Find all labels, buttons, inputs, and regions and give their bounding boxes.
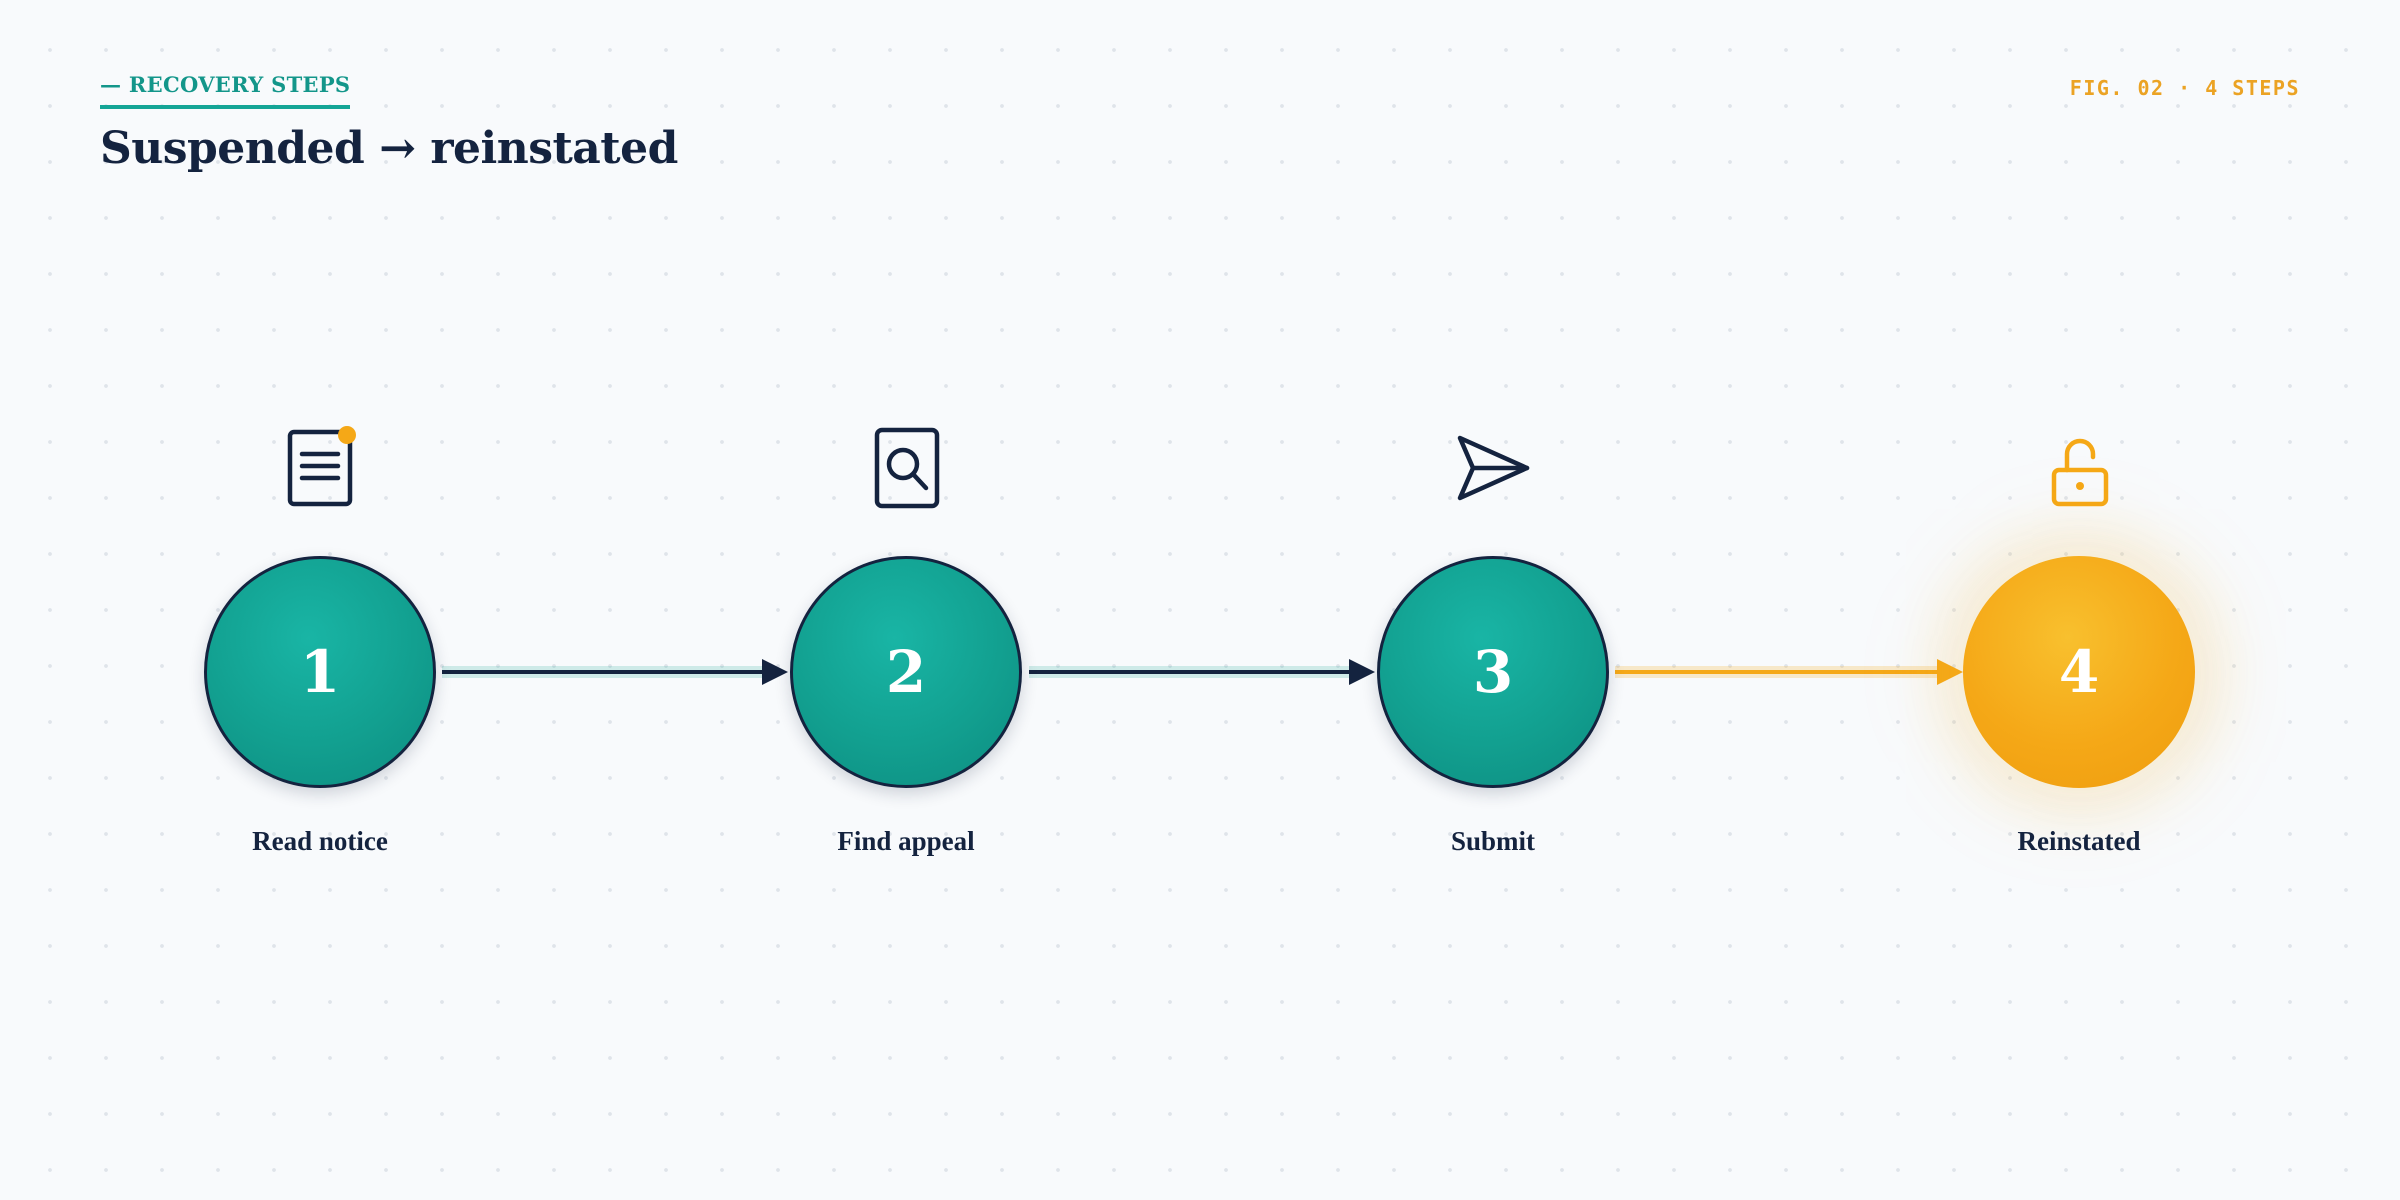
step-node-4: 4 [1963, 556, 2195, 788]
step-label-2: Find appeal [837, 826, 975, 856]
step-number: 1 [299, 638, 341, 706]
arrowhead-1-2 [762, 659, 788, 685]
step-number: 4 [2058, 638, 2100, 706]
step-label-4: Reinstated [2017, 826, 2141, 856]
header: — RECOVERY STEPS Suspended → reinstated [100, 72, 678, 174]
send-icon [1443, 418, 1543, 518]
step-number: 2 [885, 638, 927, 706]
step-number: 3 [1472, 638, 1514, 706]
step-node-2: 2 [790, 556, 1022, 788]
document-icon [270, 418, 370, 518]
section-eyebrow: — RECOVERY STEPS [100, 72, 351, 109]
unlock-icon [2030, 418, 2130, 518]
search-document-icon [857, 418, 957, 518]
arrowhead-2-3 [1349, 659, 1375, 685]
step-node-3: 3 [1377, 556, 1609, 788]
arrowhead-3-4 [1937, 659, 1963, 685]
step-label-3: Submit [1450, 826, 1536, 856]
step-label-1: Read notice [252, 826, 388, 856]
figure-label: FIG. 02 · 4 STEPS [2069, 76, 2300, 100]
step-node-1: 1 [204, 556, 436, 788]
page-title: Suspended → reinstated [100, 123, 678, 174]
